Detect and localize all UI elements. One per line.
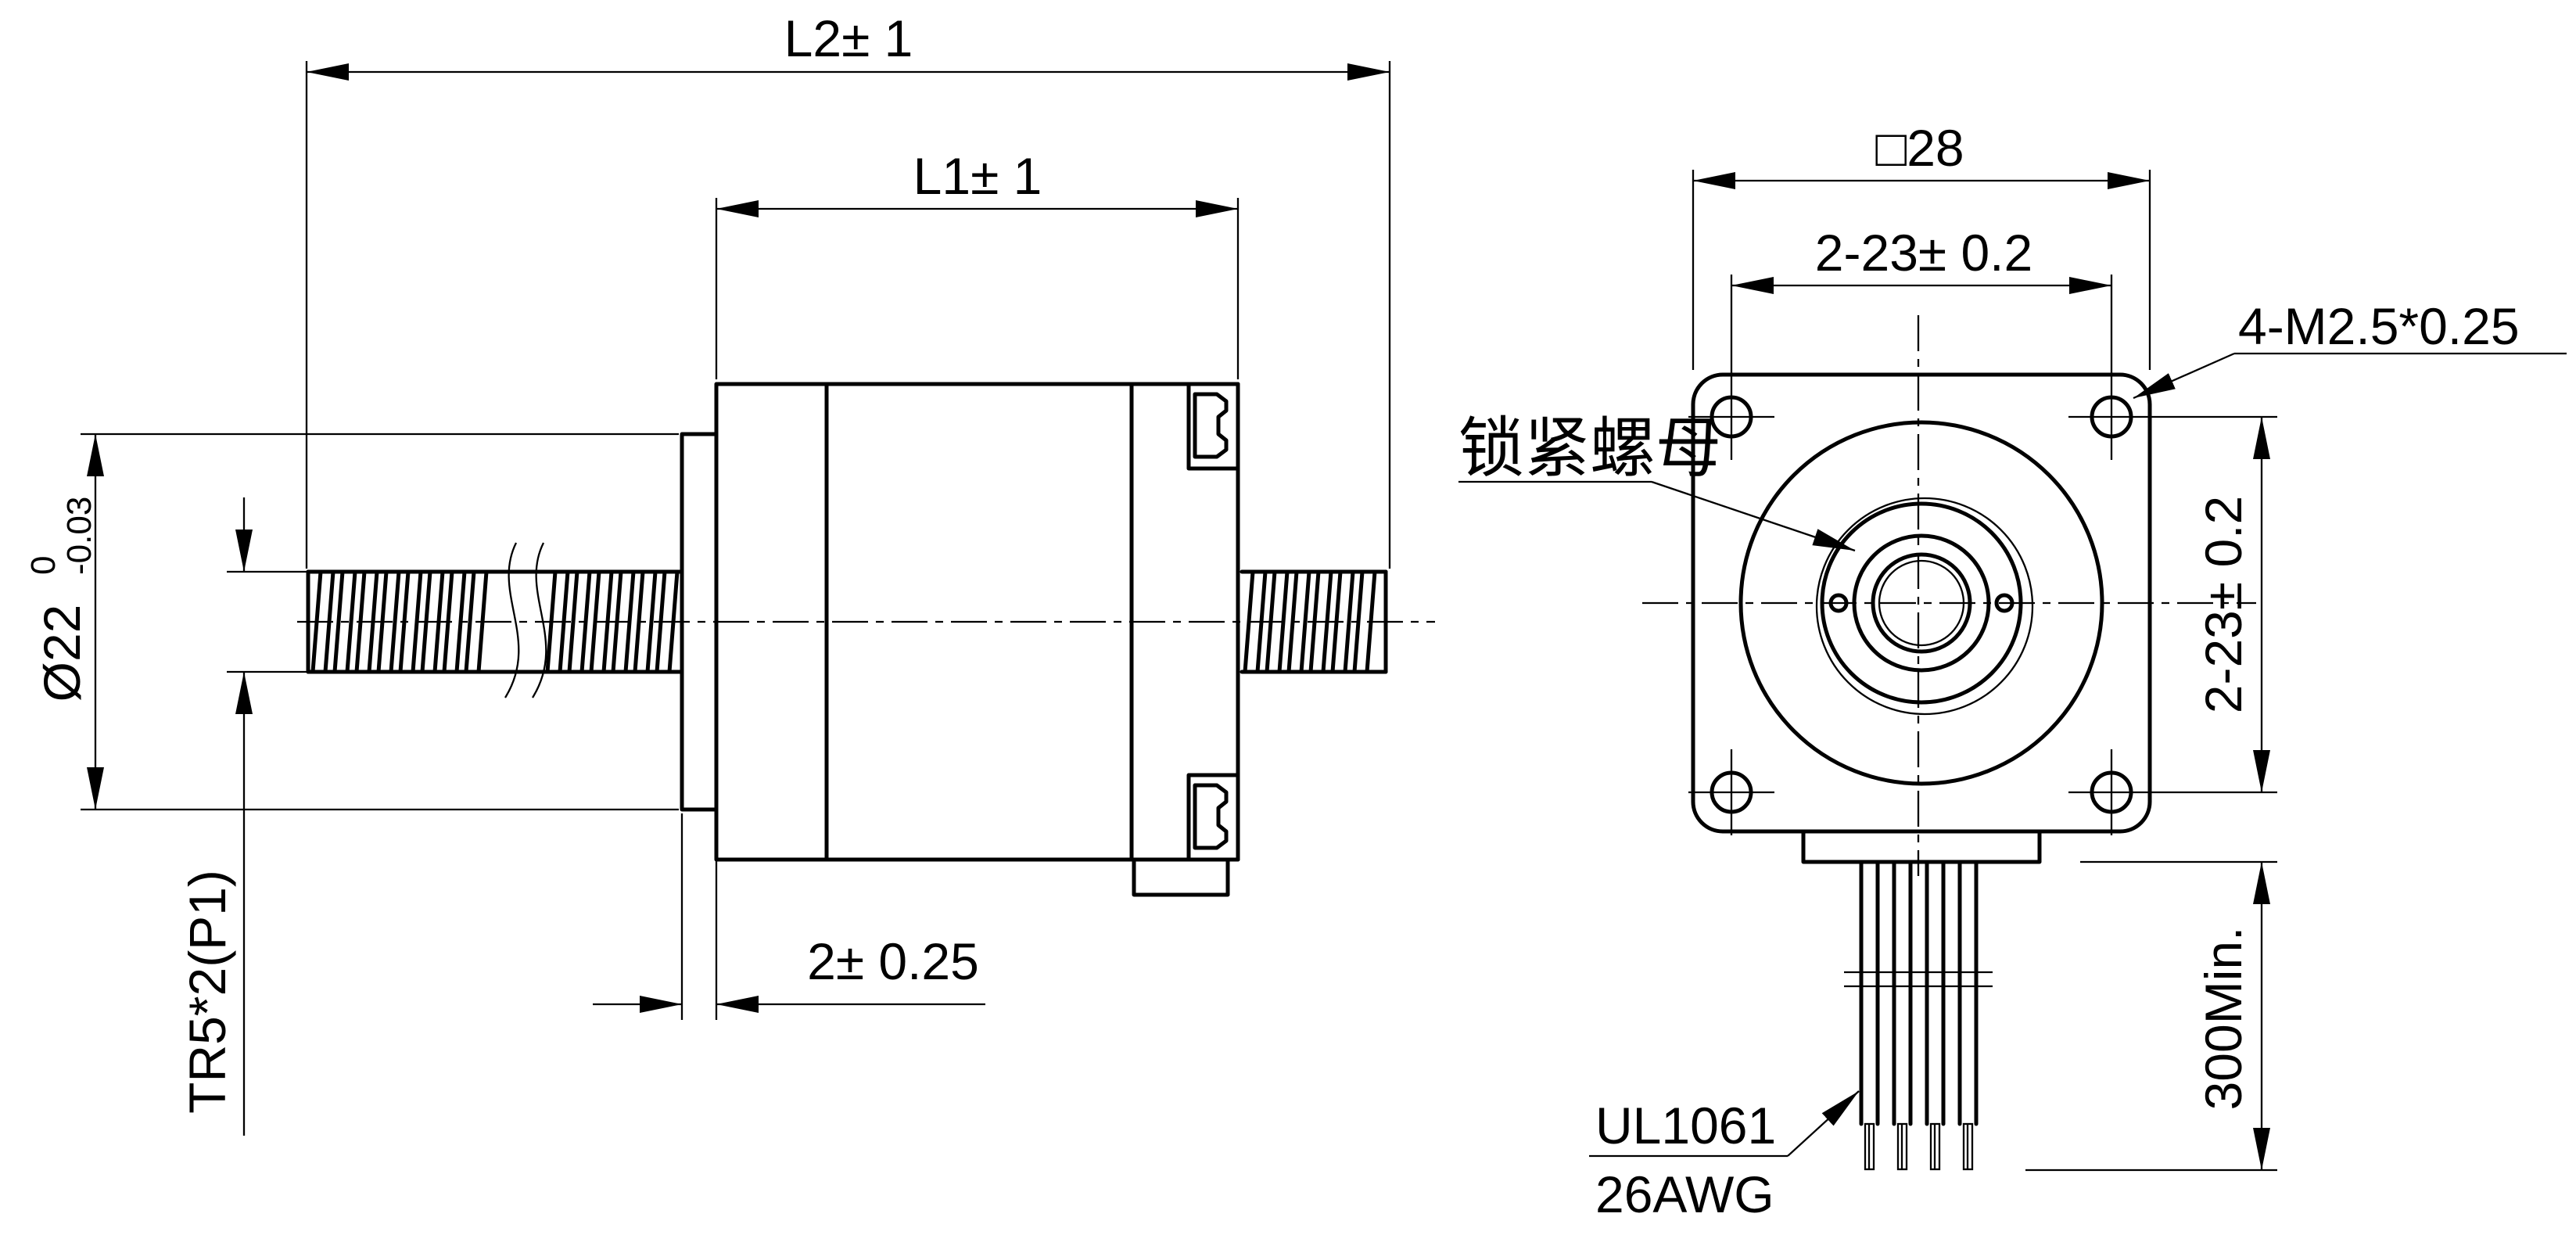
dim-label-dia22-tol-upper: 0 bbox=[24, 556, 63, 575]
break-line-icon bbox=[532, 542, 547, 698]
mounting-holes bbox=[1688, 275, 2277, 835]
dim-label-spacing-top: 2-23± 0.2 bbox=[1815, 224, 2032, 282]
callout-wire-spec: UL1061 26AWG bbox=[1589, 1090, 1860, 1223]
wire-exit-block bbox=[1801, 829, 2042, 864]
screw-hole-circle bbox=[1871, 552, 1972, 654]
spanner-hole-right bbox=[1994, 593, 2015, 613]
dim-label-300min: 300Min. bbox=[2194, 927, 2252, 1111]
rear-bottom-block bbox=[1132, 857, 1230, 897]
dim-label-dia22-tol-lower: -0.03 bbox=[60, 497, 99, 575]
dim-label-l1: L1± 1 bbox=[913, 147, 1042, 205]
callout-locknut: 锁紧螺母 bbox=[1458, 411, 1856, 552]
thread-teeth-right bbox=[1243, 569, 1377, 674]
leadscrew-left bbox=[306, 542, 684, 698]
dim-overall-length-L2: L2± 1 bbox=[305, 9, 1391, 569]
spanner-hole-left bbox=[1828, 593, 1849, 613]
label-wire-spec-2: 26AWG bbox=[1595, 1165, 1774, 1223]
thread-teeth-left-b bbox=[545, 569, 680, 674]
label-locknut: 锁紧螺母 bbox=[1458, 411, 1721, 485]
dim-hole-spacing-horizontal: 2-23± 0.2 bbox=[1731, 224, 2111, 294]
motor-body-circle bbox=[1738, 420, 2104, 786]
dim-label-spacing-side: 2-23± 0.2 bbox=[2194, 496, 2252, 713]
dim-plate-thickness: 2± 0.25 bbox=[593, 813, 985, 1020]
connector-tab-top bbox=[1186, 382, 1240, 471]
pilot-boss-edge-circle bbox=[1815, 497, 2034, 716]
bare-wire-ends bbox=[1864, 1122, 1974, 1171]
label-screw-spec: 4-M2.5*0.25 bbox=[2238, 297, 2520, 355]
dim-hole-spacing-vertical: 2-23± 0.2 bbox=[2194, 417, 2270, 792]
dim-label-plate: 2± 0.25 bbox=[807, 932, 979, 990]
callout-mounting-holes: 4-M2.5*0.25 bbox=[2133, 297, 2567, 400]
connector-tab-bottom bbox=[1186, 773, 1240, 862]
dim-flange-square: □28 bbox=[1692, 119, 2151, 370]
leadscrew-right bbox=[1240, 569, 1388, 674]
front-view: □28 2-23± 0.2 4-M2.5*0.25 锁紧螺母 2-23± 0.2 bbox=[1458, 119, 2567, 1223]
side-view: L2± 1 L1± 1 Ø22 0 -0.03 bbox=[24, 9, 1435, 1136]
break-line-icon bbox=[504, 542, 520, 698]
pilot-boss-circle bbox=[1820, 501, 2023, 705]
lead-wires bbox=[1844, 860, 1993, 1171]
dim-wire-length: 300Min. bbox=[2025, 860, 2277, 1172]
dim-label-l2: L2± 1 bbox=[784, 9, 913, 67]
dim-leadscrew-thread: TR5*2(P1) bbox=[178, 497, 308, 1136]
dim-body-length-L1: L1± 1 bbox=[715, 147, 1240, 379]
locknut-circle bbox=[1852, 533, 1991, 673]
thread-teeth-left-a bbox=[310, 569, 489, 674]
label-wire-spec-1: UL1061 bbox=[1595, 1097, 1776, 1154]
dim-pilot-diameter: Ø22 0 -0.03 bbox=[24, 433, 679, 811]
dim-label-dia22: Ø22 bbox=[33, 605, 91, 702]
dim-label-thread: TR5*2(P1) bbox=[178, 870, 236, 1114]
motor-body bbox=[714, 382, 1240, 862]
screw-hole-thread-circle bbox=[1878, 559, 1965, 647]
dim-label-square28: □28 bbox=[1875, 119, 1964, 177]
